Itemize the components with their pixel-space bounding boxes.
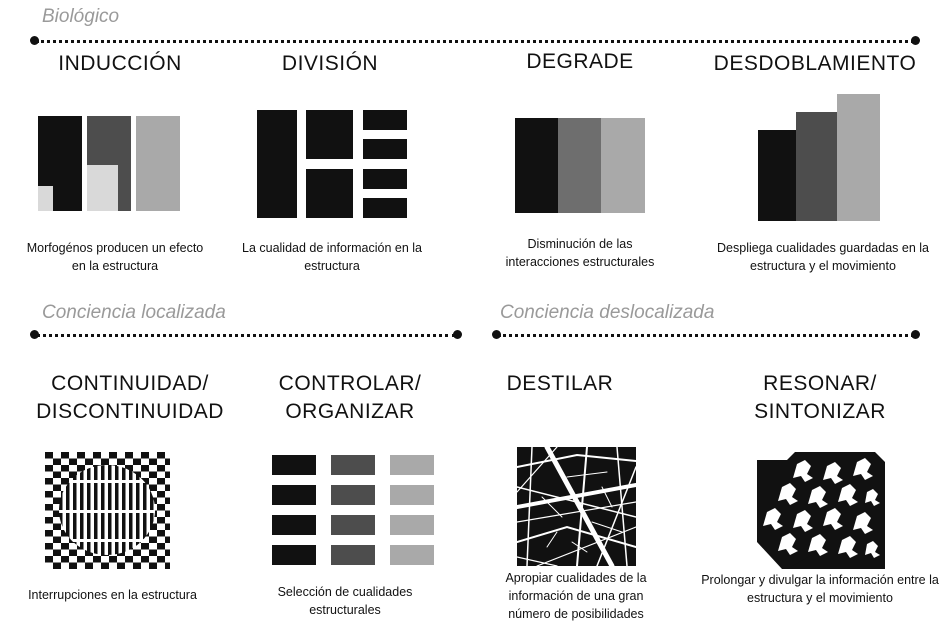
- grid-cell-light-1: [390, 455, 434, 475]
- short-black-bar: [758, 130, 796, 221]
- caption-resonar: Prolongar y divulgar la información entr…: [701, 573, 939, 605]
- title-degrade: DEGRADE: [526, 50, 634, 73]
- title-resonar: RESONAR/ SINTONIZAR: [754, 372, 886, 423]
- caption-induccion: Morfogénos producen un efecto en la estr…: [26, 241, 204, 273]
- grid-cell-light-4: [390, 545, 434, 565]
- pale-morphogen-block: [38, 186, 53, 211]
- square-block-top: [306, 110, 353, 159]
- degrade-illustration: [515, 118, 645, 213]
- resonar-illustration: [757, 452, 885, 569]
- op-art-pattern: [45, 452, 170, 569]
- grid-cell-gray-4: [331, 545, 375, 565]
- light-gray-block: [601, 118, 645, 213]
- grid-cell-black-1: [272, 455, 316, 475]
- dotted-line: [36, 40, 914, 43]
- medium-gray-bar: [796, 112, 837, 221]
- strip-block-1: [363, 110, 407, 130]
- continuidad-illustration: [45, 452, 170, 569]
- timeline-biologico: [30, 35, 920, 47]
- caption-continuidad: Interrupciones en la estructura: [28, 588, 197, 602]
- grid-cell-gray-2: [331, 485, 375, 505]
- grid-cell-black-4: [272, 545, 316, 565]
- section-label-conciencia-deslocalizada: Conciencia deslocalizada: [500, 302, 715, 323]
- title-continuidad: CONTINUIDAD/ DISCONTINUIDAD: [36, 372, 224, 423]
- timeline-start-dot: [30, 330, 39, 339]
- grid-cell-black-3: [272, 515, 316, 535]
- induccion-illustration: [38, 116, 180, 211]
- timeline-start-dot: [492, 330, 501, 339]
- grid-cell-gray-3: [331, 515, 375, 535]
- division-illustration: [257, 110, 407, 218]
- caption-division: La cualidad de información en la estruct…: [242, 241, 422, 273]
- timeline-start-dot: [30, 36, 39, 45]
- grid-cell-light-2: [390, 485, 434, 505]
- section-label-biologico: Biológico: [42, 6, 120, 27]
- title-destilar: DESTILAR: [506, 372, 614, 395]
- timeline-conciencia-localizada: [30, 329, 462, 341]
- title-controlar: CONTROLAR/ ORGANIZAR: [278, 372, 422, 423]
- light-gray-block: [136, 116, 180, 211]
- dotted-line: [498, 334, 914, 337]
- grid-cell-black-2: [272, 485, 316, 505]
- title-desdoblamiento: DESDOBLAMIENTO: [713, 52, 917, 75]
- tall-light-bar: [837, 94, 880, 221]
- title-division: DIVISIÓN: [281, 52, 379, 75]
- title-induccion: INDUCCIÓN: [58, 52, 182, 75]
- dotted-line: [36, 334, 456, 337]
- grid-cell-gray-1: [331, 455, 375, 475]
- caption-controlar: Selección de cualidades estructurales: [277, 585, 413, 617]
- tessellation-pattern: [757, 452, 885, 569]
- caption-destilar: Apropiar cualidades de la información de…: [505, 571, 647, 621]
- timeline-conciencia-deslocalizada: [492, 329, 920, 341]
- strip-block-3: [363, 169, 407, 189]
- timeline-end-dot: [911, 36, 920, 45]
- city-map-pattern: [517, 447, 636, 566]
- caption-desdoblamiento: Despliega cualidades guardadas en la est…: [717, 241, 929, 273]
- strip-block-2: [363, 139, 407, 159]
- square-block-bottom: [306, 169, 353, 218]
- caption-degrade: Disminución de las interacciones estruct…: [505, 237, 655, 269]
- timeline-end-dot: [911, 330, 920, 339]
- strip-block-4: [363, 198, 407, 218]
- grid-cell-light-3: [390, 515, 434, 535]
- section-label-conciencia-localizada: Conciencia localizada: [42, 302, 226, 323]
- pale-inset-block: [87, 165, 118, 211]
- desdoblamiento-illustration: [758, 94, 880, 221]
- mid-gray-block: [558, 118, 601, 213]
- timeline-end-dot: [453, 330, 462, 339]
- black-block: [515, 118, 558, 213]
- destilar-illustration: [517, 447, 636, 566]
- tall-black-block: [257, 110, 297, 218]
- controlar-illustration: [272, 455, 434, 565]
